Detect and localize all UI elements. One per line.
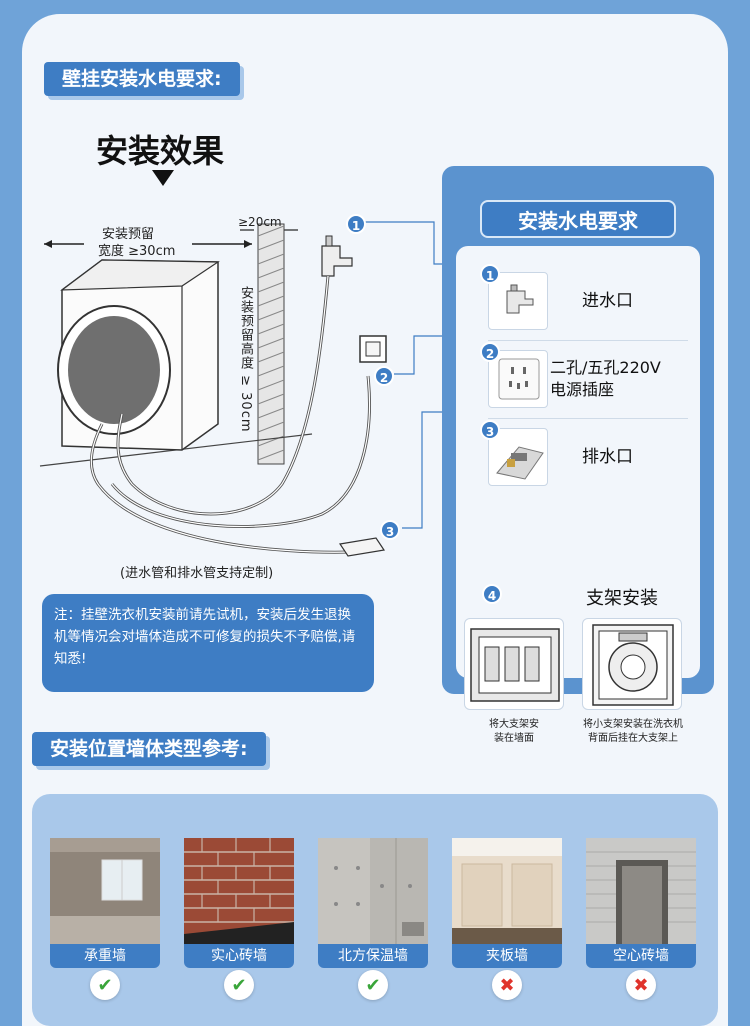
- wall-card-solid-brick: 实心砖墙: [184, 838, 294, 968]
- insulated-wall-photo: [318, 838, 428, 944]
- req-num-3: 3: [480, 420, 500, 440]
- content-sheet: 壁挂安装水电要求:: [22, 14, 728, 1026]
- small-bracket-image: [582, 618, 682, 710]
- width-label-line2: 宽度 ≥30cm: [98, 244, 176, 259]
- wall-ok-icon: ✔: [90, 970, 120, 1000]
- wall-label-bearing: 承重墙: [50, 944, 160, 968]
- req-label-drain: 排水口: [582, 447, 633, 467]
- wall-ok-icon: ✔: [224, 970, 254, 1000]
- req-num-2: 2: [480, 342, 500, 362]
- wall-card-hollow-brick: 空心砖墙: [586, 838, 696, 968]
- bracket-caption-2-line1: 将小支架安装在洗衣机: [583, 719, 683, 730]
- wall-card-insulated: 北方保温墙: [318, 838, 428, 968]
- wall-no-icon: ✖: [492, 970, 522, 1000]
- callout-1: 1: [346, 214, 366, 234]
- req-label-water-inlet: 进水口: [582, 291, 633, 311]
- requirements-panel: 安装水电要求 1 进水口 2 二孔/五孔220V 电源插座: [442, 166, 714, 744]
- section-title-wall-install: 壁挂安装水电要求:: [44, 62, 240, 96]
- solid-brick-wall-photo: [184, 838, 294, 944]
- bracket-caption-1-line1: 将大支架安: [489, 719, 539, 730]
- req-item-water-inlet: 1 进水口: [474, 264, 688, 336]
- wall-no-icon: ✖: [626, 970, 656, 1000]
- custom-pipe-note: (进水管和排水管支持定制): [120, 566, 274, 581]
- socket-thumb-icon: [488, 350, 548, 408]
- socket-illustration: [359, 335, 387, 363]
- wall-label-insulated: 北方保温墙: [318, 944, 428, 968]
- drain-illustration: [338, 537, 386, 557]
- bearing-wall-photo: [50, 838, 160, 944]
- req-num-4: 4: [482, 584, 502, 604]
- large-bracket-image: [464, 618, 564, 710]
- divider: [488, 340, 688, 341]
- wall-card-plywood: 夹板墙: [452, 838, 562, 968]
- hollow-brick-wall-photo: [586, 838, 696, 944]
- bracket-caption-1: 将大支架安 装在墙面: [464, 718, 564, 746]
- bracket-caption-2: 将小支架安装在洗衣机 背面后挂在大支架上: [572, 718, 694, 746]
- bracket-caption-2-line2: 背面后挂在大支架上: [588, 733, 678, 744]
- install-effect-title: 安装效果: [96, 132, 225, 170]
- wall-card-bearing: 承重墙: [50, 838, 160, 968]
- req-item-drain: 3 排水口: [474, 420, 688, 492]
- plywood-wall-photo: [452, 838, 562, 944]
- wall-label-solid-brick: 实心砖墙: [184, 944, 294, 968]
- height-label: 安装预留高度 ≥ 30cm: [238, 286, 253, 433]
- req-item-socket: 2 二孔/五孔220V 电源插座: [474, 342, 688, 414]
- requirements-list: 1 进水口 2 二孔/五孔220V 电源插座 3 排水口: [456, 246, 700, 744]
- wall-ok-icon: ✔: [358, 970, 388, 1000]
- drain-thumb-icon: [488, 428, 548, 486]
- req-num-1: 1: [480, 264, 500, 284]
- section-title-wall-types: 安装位置墙体类型参考:: [32, 732, 266, 766]
- wall-label-plywood: 夹板墙: [452, 944, 562, 968]
- callout-3: 3: [380, 520, 400, 540]
- requirements-title: 安装水电要求: [480, 200, 676, 238]
- req-label-socket-line1: 二孔/五孔220V: [550, 358, 661, 377]
- bracket-title: 支架安装: [586, 588, 658, 609]
- warning-note: 注：挂壁洗衣机安装前请先试机，安装后发生退换机等情况会对墙体造成不可修复的损失不…: [42, 594, 374, 692]
- bracket-caption-1-line2: 装在墙面: [494, 733, 534, 744]
- washer-illustration: [57, 259, 220, 451]
- divider: [488, 418, 688, 419]
- req-label-socket-line2: 电源插座: [550, 380, 615, 399]
- callout-2: 2: [374, 366, 394, 386]
- wall-label-hollow-brick: 空心砖墙: [586, 944, 696, 968]
- width-label-line1: 安装预留: [102, 227, 155, 242]
- wall-hatch: [257, 223, 285, 465]
- req-label-socket: 二孔/五孔220V 电源插座: [550, 344, 661, 414]
- gap-label: ≥20cm: [238, 215, 282, 229]
- faucet-thumb-icon: [488, 272, 548, 330]
- faucet-illustration: [321, 235, 353, 277]
- install-illustration: [39, 221, 442, 557]
- down-triangle-icon: [152, 170, 174, 186]
- wall-types-panel: 承重墙 实心砖墙 北方保温墙 夹板墙 空心砖墙 ✔ ✔: [32, 794, 718, 1026]
